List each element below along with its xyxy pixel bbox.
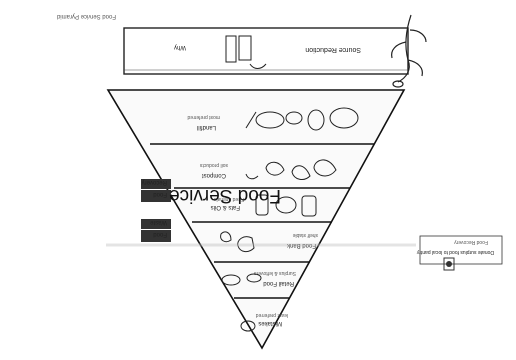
side-note: Donate surplus food to local pantry Food… — [416, 236, 502, 270]
badge-recovery-label: Food — [153, 191, 167, 197]
side-note-text: Donate surplus food to local pantry — [416, 249, 494, 255]
badge-waste-label: Food — [153, 231, 167, 237]
tier-6-note: most preferred — [187, 114, 220, 120]
tier-5-label: Compost — [202, 172, 226, 178]
rolls-icon — [226, 36, 266, 69]
tier-6-label: Landfill — [197, 124, 216, 130]
tier-2-label: Retail Food — [263, 280, 294, 286]
tier-1-note: least preferred — [256, 312, 288, 318]
side-note-sub: Food Recovery — [454, 239, 488, 245]
badge-recovery-sub: Recovery — [142, 179, 167, 185]
tier-1-label: Mistakes — [258, 320, 282, 326]
diagram-title: Food Service — [169, 185, 281, 206]
banner: Source Reduction Why — [124, 15, 426, 87]
badge-waste-sub: Waste — [150, 219, 167, 225]
footer-note: Food Service Pyramid — [57, 13, 116, 19]
banner-left-text: Source Reduction — [305, 46, 361, 53]
badge-recovery: Food Recovery — [141, 179, 171, 202]
tier-3-note: shelf stable — [292, 232, 318, 238]
tier-2-note: Surplus & leftovers — [254, 270, 296, 276]
tier-5-note: soil products — [199, 162, 228, 168]
banner-frame — [124, 28, 408, 74]
banner-right-text: Why — [174, 44, 186, 50]
plant-icon — [392, 15, 426, 87]
badge-waste: Food Waste — [141, 219, 171, 242]
